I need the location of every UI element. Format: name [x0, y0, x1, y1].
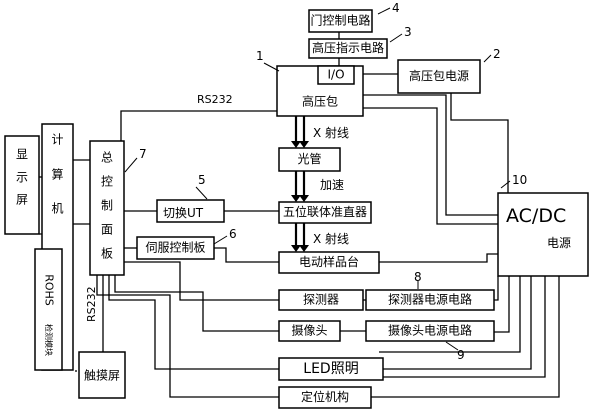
main-panel-char-4: 面 — [101, 223, 113, 237]
block-camera: 摄像头 — [278, 320, 341, 342]
positioning-label: 定位机构 — [301, 389, 349, 404]
block-servo-board: 伺服控制板 — [136, 236, 215, 260]
callout-6: 6 — [229, 227, 237, 241]
sample-stage-label: 电动样品台 — [299, 254, 359, 269]
computer-char-3: 机 — [51, 202, 63, 216]
display-char-1: 显 — [16, 148, 28, 162]
acdc-sub-label: 电源 — [547, 236, 571, 250]
block-detector-psu: 探测器电源电路 — [365, 289, 495, 311]
block-collimator: 五位联体准直器 — [278, 201, 372, 224]
io-label: I/O — [327, 68, 344, 82]
switch-ut-label: 切换UT — [163, 206, 204, 220]
block-positioning: 定位机构 — [278, 386, 372, 409]
callouts: 4 3 2 1 7 5 6 10 8 9 — [124, 1, 527, 362]
door-control-label: 门控制电路 — [310, 13, 370, 28]
main-panel-char-3: 制 — [101, 199, 113, 213]
hv-pack-label: 高压包 — [302, 94, 338, 109]
hv-psu-label: 高压包电源 — [409, 68, 469, 83]
servo-board-label: 伺服控制板 — [145, 241, 205, 255]
rohs-sub-label: 检测模块 — [44, 324, 54, 356]
block-hv-psu: 高压包电源 — [397, 59, 481, 94]
block-rohs: ROHS 检测模块 — [34, 248, 63, 371]
display-char-2: 示 — [16, 171, 28, 185]
led-label: LED照明 — [303, 361, 358, 377]
touch-label: 触摸屏 — [84, 369, 120, 383]
camera-psu-label: 摄像头电源电路 — [388, 323, 472, 338]
collimator-label: 五位联体准直器 — [283, 204, 367, 219]
block-camera-psu: 摄像头电源电路 — [365, 320, 495, 342]
detector-label: 探测器 — [303, 293, 339, 307]
camera-label: 摄像头 — [291, 323, 327, 338]
block-detector: 探测器 — [278, 289, 364, 311]
block-hv-indicator: 高压指示电路 — [308, 38, 388, 59]
block-acdc: AC/DC 电源 — [497, 192, 589, 277]
xray-1-label: X 射线 — [313, 125, 349, 140]
callout-4: 4 — [392, 1, 400, 15]
block-touch: 触摸屏 — [78, 351, 126, 399]
callout-10: 10 — [512, 173, 527, 187]
computer-char-2: 算 — [51, 167, 63, 182]
block-switch-ut: 切换UT — [156, 199, 225, 223]
callout-1: 1 — [256, 49, 264, 63]
accelerate-label: 加速 — [320, 178, 344, 192]
beam-arrows — [291, 116, 309, 252]
main-panel-char-2: 控 — [101, 175, 113, 189]
callout-3: 3 — [404, 25, 412, 39]
callout-2: 2 — [493, 47, 501, 61]
block-light-tube: 光管 — [278, 147, 341, 172]
callout-8: 8 — [414, 270, 422, 284]
block-hv-pack: I/O 高压包 — [276, 65, 364, 117]
acdc-label: AC/DC — [506, 205, 566, 227]
rs232-side-label: RS232 — [85, 286, 98, 322]
xray-2-label: X 射线 — [313, 231, 349, 246]
light-tube-label: 光管 — [297, 151, 321, 166]
block-led: LED照明 — [278, 357, 384, 381]
block-display: 显 示 屏 — [4, 135, 40, 235]
display-char-3: 屏 — [16, 193, 28, 207]
computer-char-1: 计 — [51, 133, 63, 147]
hv-indicator-label: 高压指示电路 — [312, 40, 384, 55]
io-port — [317, 65, 355, 85]
callout-7: 7 — [139, 147, 147, 161]
block-door-control: 门控制电路 — [308, 9, 373, 33]
rs232-top-label: RS232 — [197, 93, 233, 106]
block-main-panel: 总 控 制 面 板 — [89, 140, 125, 276]
main-panel-char-1: 总 — [101, 151, 113, 165]
detector-psu-label: 探测器电源电路 — [388, 292, 472, 307]
callout-5: 5 — [198, 173, 206, 187]
main-panel-char-5: 板 — [101, 247, 113, 261]
callout-9: 9 — [457, 348, 465, 362]
block-sample-stage: 电动样品台 — [278, 251, 380, 274]
rohs-label: ROHS — [43, 274, 56, 306]
signal-labels: RS232 RS232 X 射线 加速 X 射线 — [85, 93, 349, 322]
